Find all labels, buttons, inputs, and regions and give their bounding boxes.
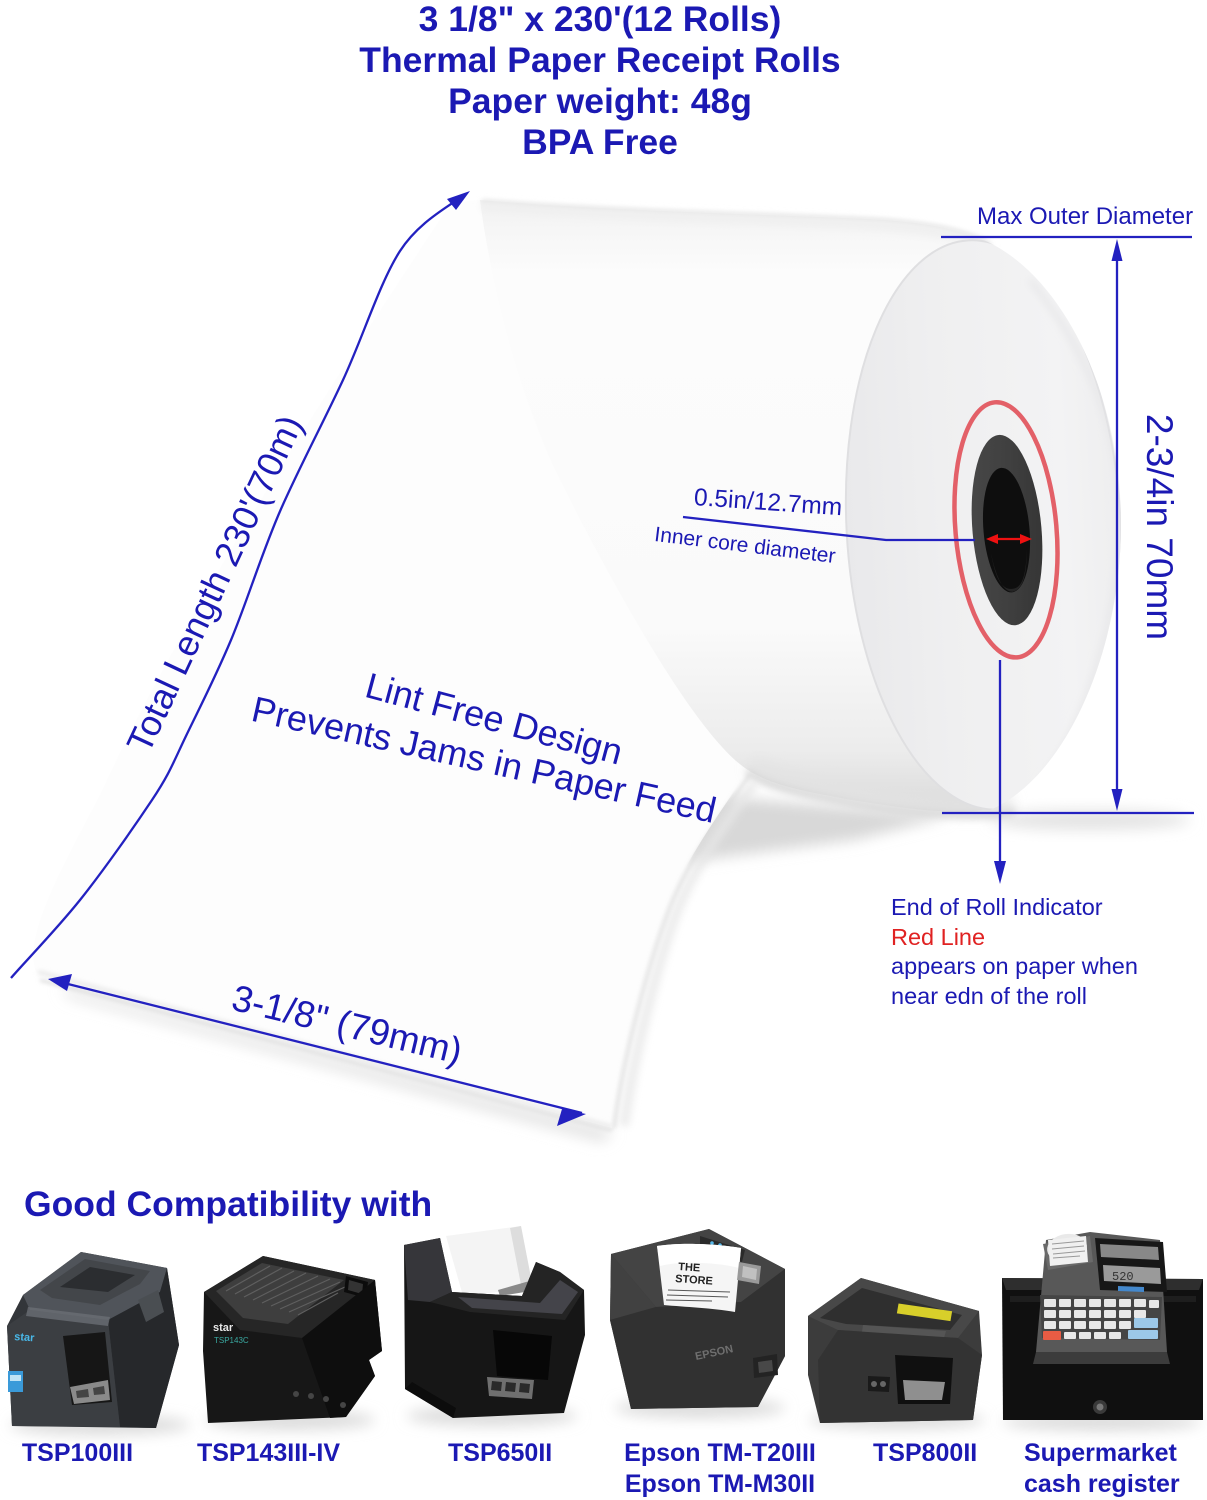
svg-text:star: star	[213, 1322, 234, 1334]
svg-text:TSP143C: TSP143C	[214, 1336, 249, 1345]
svg-text:star: star	[14, 1331, 36, 1344]
svg-text:520: 520	[1112, 1270, 1134, 1284]
svg-text:STORE: STORE	[675, 1273, 713, 1288]
svg-text:THE: THE	[678, 1261, 701, 1275]
